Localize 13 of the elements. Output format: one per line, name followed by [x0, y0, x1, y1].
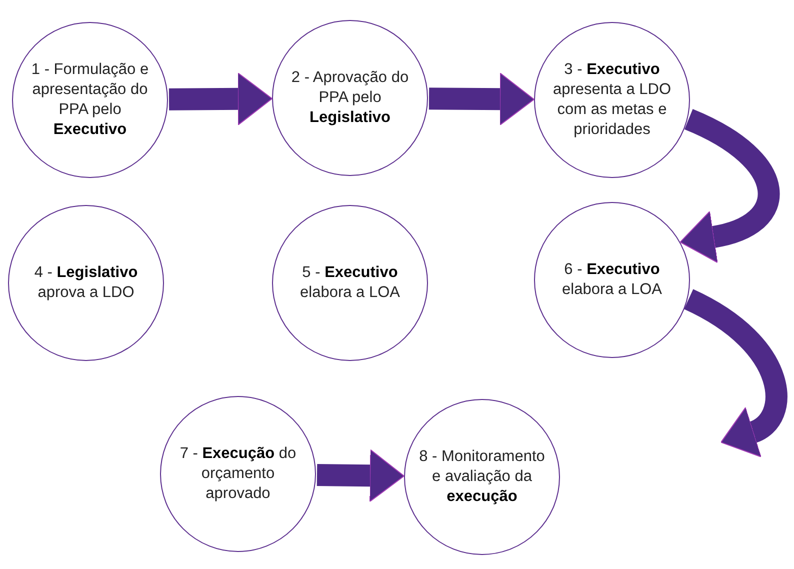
step-text: 7 - Execução do orçamento aprovado	[178, 444, 298, 504]
block-arrow	[168, 72, 272, 126]
step-text: 8 - Monitoramento e avaliação da execução	[418, 447, 546, 507]
block-arrow	[428, 72, 534, 126]
step-text: 3 - Executivo apresenta a LDO com as metas e prioridades	[552, 60, 672, 140]
step-text: 5 - Executivo elabora a LOA	[299, 263, 401, 303]
block-arrow	[680, 109, 780, 263]
block-arrow	[316, 449, 404, 502]
step-text: 1 - Formulação e apresentação do PPA pelo Executivo	[30, 60, 150, 140]
step-text: 4 - Legislativo aprova a LDO	[33, 263, 139, 303]
step-text: 6 - Executivo elabora a LOA	[561, 260, 663, 300]
block-arrow	[684, 289, 788, 456]
step-text: 2 - Aprovação do PPA pelo Legislativo	[290, 68, 410, 128]
